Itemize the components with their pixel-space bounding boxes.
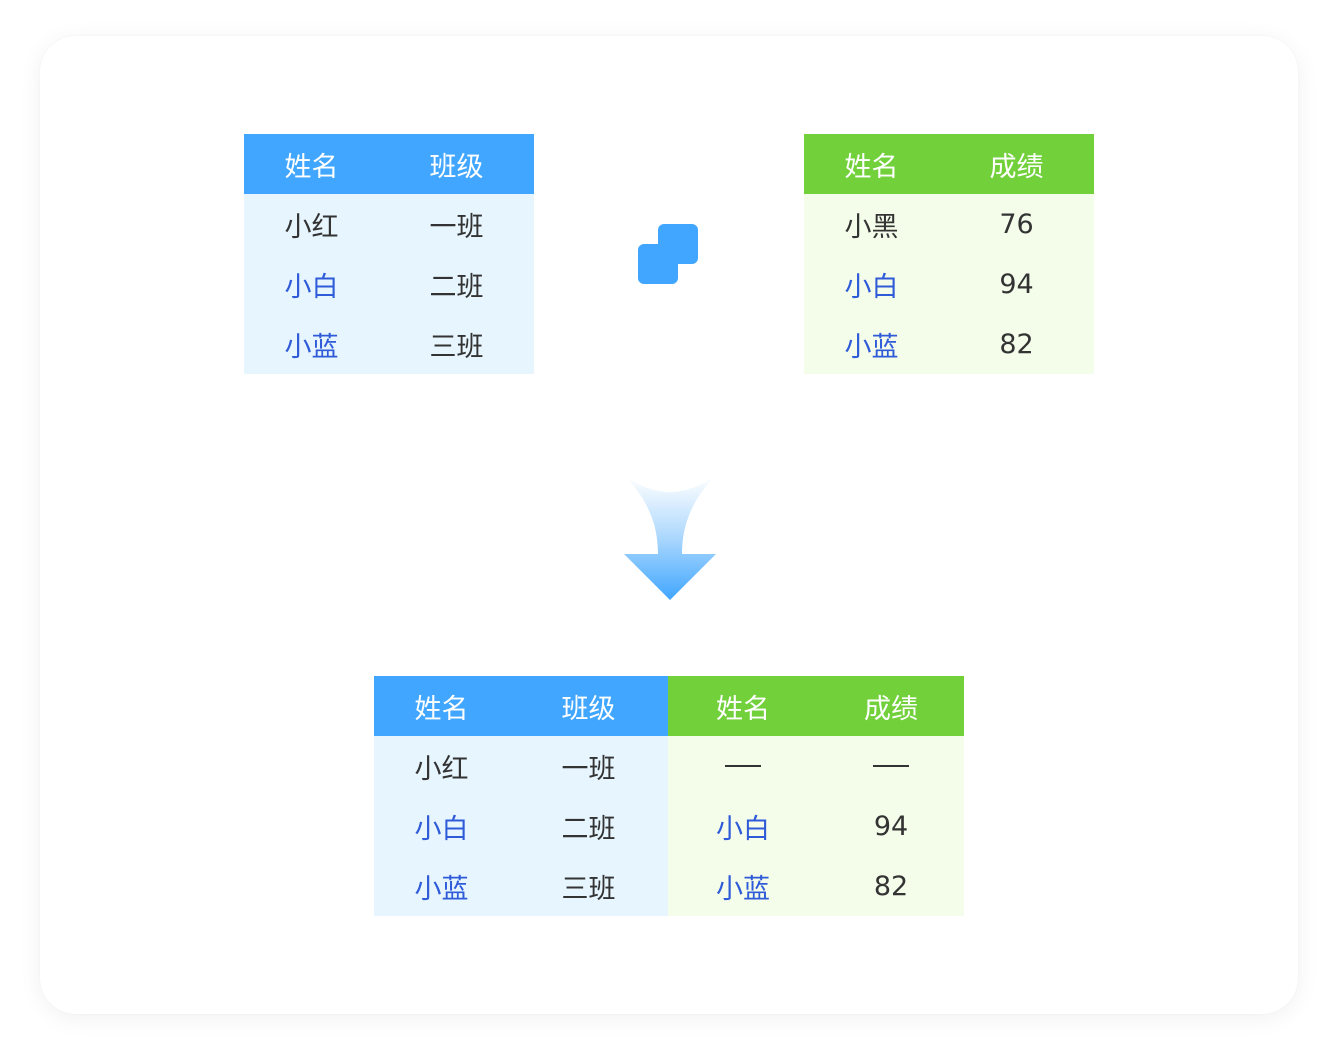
result-cell: 一班 — [509, 736, 668, 796]
right-table-cell-matched: 小白 — [804, 254, 939, 314]
result-header-name-right: 姓名 — [668, 676, 818, 736]
left-table-cell: 二班 — [379, 254, 534, 314]
result-table: 姓名 班级 姓名 成绩 小红 一班 小白 二班 小白 94 小蓝 三班 小蓝 8… — [374, 676, 964, 916]
right-table-cell: 82 — [939, 314, 1094, 374]
left-table-cell-matched: 小白 — [244, 254, 379, 314]
result-cell: 三班 — [509, 856, 668, 916]
result-cell-matched: 小白 — [374, 796, 509, 856]
right-table-cell-matched: 小蓝 — [804, 314, 939, 374]
result-cell: 小红 — [374, 736, 509, 796]
left-table-cell-matched: 小蓝 — [244, 314, 379, 374]
right-table-cell: 小黑 — [804, 194, 939, 254]
left-table-cell: 三班 — [379, 314, 534, 374]
result-cell: 94 — [818, 796, 964, 856]
left-table-cell: 一班 — [379, 194, 534, 254]
right-table-header-name: 姓名 — [804, 134, 939, 194]
result-header-name-left: 姓名 — [374, 676, 509, 736]
right-table-cell: 76 — [939, 194, 1094, 254]
result-cell-matched: 小蓝 — [668, 856, 818, 916]
result-cell-matched: 小蓝 — [374, 856, 509, 916]
left-table: 姓名 班级 小红 一班 小白 二班 小蓝 三班 — [244, 134, 534, 374]
result-cell-matched: 小白 — [668, 796, 818, 856]
right-table: 姓名 成绩 小黑 76 小白 94 小蓝 82 — [804, 134, 1094, 374]
result-cell-null — [668, 736, 818, 796]
left-table-header-name: 姓名 — [244, 134, 379, 194]
null-dash — [873, 765, 909, 767]
result-cell: 82 — [818, 856, 964, 916]
right-table-cell: 94 — [939, 254, 1094, 314]
left-table-cell: 小红 — [244, 194, 379, 254]
right-table-header-score: 成绩 — [939, 134, 1094, 194]
result-header-score: 成绩 — [818, 676, 964, 736]
down-arrow-icon — [624, 476, 716, 600]
left-table-header-class: 班级 — [379, 134, 534, 194]
result-cell: 二班 — [509, 796, 668, 856]
null-dash — [725, 765, 761, 767]
left-join-icon — [638, 224, 698, 284]
result-header-class: 班级 — [509, 676, 668, 736]
result-cell-null — [818, 736, 964, 796]
